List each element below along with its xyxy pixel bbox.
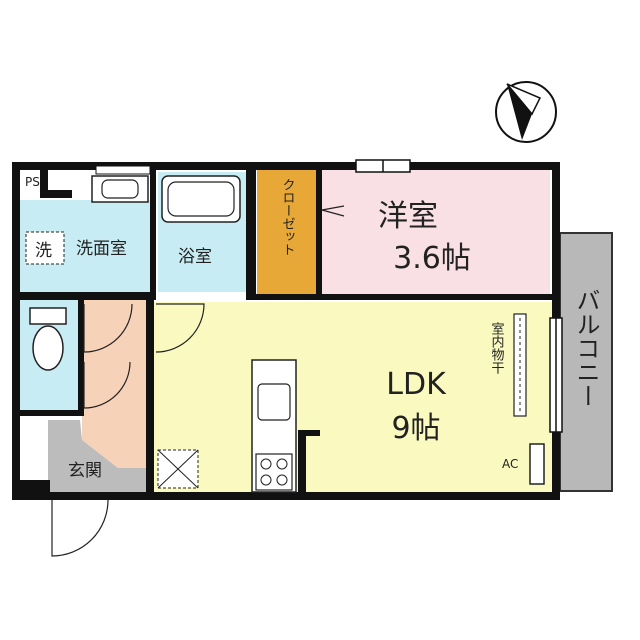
label-genkan: 玄関 bbox=[68, 461, 102, 481]
label-yokushitsu: 浴室 bbox=[178, 247, 212, 267]
label-ldk-name: LDK bbox=[386, 367, 447, 402]
label-closet: クローゼット bbox=[280, 178, 296, 256]
balcony-area bbox=[559, 232, 613, 492]
fixtures bbox=[25, 175, 545, 493]
genkan-fill bbox=[48, 420, 150, 492]
room-closet-fill bbox=[257, 170, 317, 294]
label-ps: PS bbox=[25, 175, 40, 189]
label-yoshitsu-size: 3.6帖 bbox=[393, 241, 471, 276]
label-ldk-size: 9帖 bbox=[391, 411, 440, 446]
hall-fill bbox=[82, 300, 150, 468]
windows bbox=[95, 159, 563, 433]
label-yoshitsu-name: 洋室 bbox=[378, 199, 438, 234]
label-shitsunai: 室内物干 bbox=[489, 321, 505, 374]
label-ac: AC bbox=[502, 457, 518, 471]
north-arrow-icon bbox=[495, 81, 557, 143]
label-balcony: バルコニー bbox=[572, 288, 600, 408]
doors bbox=[51, 205, 345, 557]
washer-mark: 洗 bbox=[35, 241, 52, 261]
room-yoshitsu-fill bbox=[322, 170, 550, 294]
label-senmen: 洗面室 bbox=[76, 239, 127, 259]
